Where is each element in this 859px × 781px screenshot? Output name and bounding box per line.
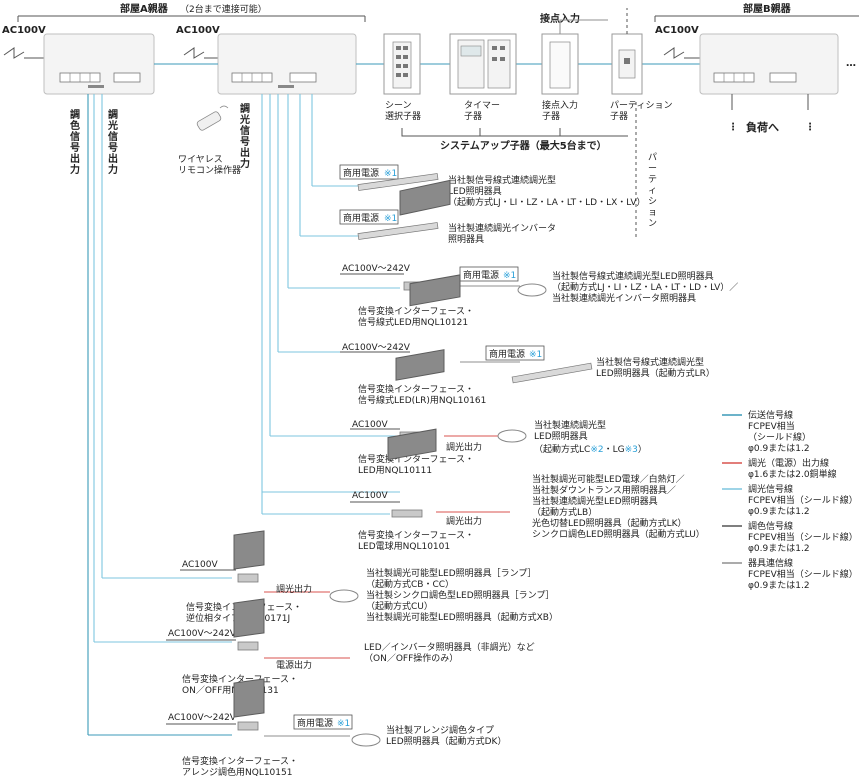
row2-desc: 当社製連続調光インバータ照明器具: [448, 222, 556, 245]
system-sub-note: システムアップ子器（最大5台まで）: [440, 139, 607, 152]
wireless-remote-icon: [196, 105, 229, 131]
row3-desc: 当社製信号線式連続調光型LED照明器具（起動方式LJ・LI・LZ・LA・LT・L…: [552, 270, 738, 304]
row-9: AC100V～242V 商用電源 ※1 信号変換インターフェース・アレンジ調色用…: [88, 678, 506, 778]
ac100v-label-a2: AC100V: [176, 25, 220, 36]
ac100v-label-a1: AC100V: [2, 25, 46, 36]
timer-sub-unit: [449, 33, 517, 95]
row8-ac: AC100V～242V: [168, 629, 237, 639]
row7-out: 調光出力: [276, 583, 312, 595]
dim-signal-label-2: 調光信号出力: [239, 102, 250, 170]
row3-ac: AC100V～242V: [342, 264, 411, 274]
row7-ac: AC100V: [182, 560, 218, 570]
row7-desc: 当社製調光可能型LED照明器具［ランプ］（起動方式CB・CC）当社製シンクロ調色…: [366, 567, 558, 623]
row1-power: 商用電源: [343, 167, 379, 179]
contact-sub-label: 接点入力子器: [542, 99, 578, 122]
row-8: AC100V～242V 電源出力 信号変換インターフェース・ON／OFF用NQL…: [94, 598, 535, 696]
row5-out: 調光出力: [446, 441, 482, 453]
load-label: 負荷へ: [746, 120, 779, 134]
row-6: AC100V 調光出力 信号変換インターフェース・LED電球用NQL10101 …: [261, 428, 705, 552]
row5-device: 信号変換インターフェース・LED用NQL10111: [358, 453, 474, 476]
room-b-title: 部屋B親器: [743, 2, 792, 15]
row9-mark: ※1: [337, 719, 350, 729]
row9-ac: AC100V～242V: [168, 713, 237, 723]
row9-power: 商用電源: [297, 717, 333, 729]
row6-device: 信号変換インターフェース・LED電球用NQL10101: [358, 529, 474, 552]
ac100v-label-b: AC100V: [655, 25, 699, 36]
row-3: AC100V～242V 商用電源 ※1 信号変換インターフェース・信号線式LED…: [288, 179, 738, 328]
row4-device: 信号変換インターフェース・信号線式LED(LR)用NQL10161: [358, 383, 486, 406]
row4-mark: ※1: [529, 350, 542, 360]
color-signal-label: 調色信号出力: [70, 108, 80, 176]
row3-mark: ※1: [503, 271, 516, 281]
row6-out: 調光出力: [446, 515, 482, 527]
row3-power: 商用電源: [463, 269, 499, 281]
room-a-unit-1: [43, 33, 155, 95]
row2-power: 商用電源: [343, 212, 379, 224]
contact-sub-unit: [541, 33, 579, 95]
row4-power: 商用電源: [489, 348, 525, 360]
row8-out: 電源出力: [276, 659, 312, 671]
room-a-unit-2: [217, 33, 357, 95]
row8-desc: LED／インバータ照明器具（非調光）など（ON／OFF操作のみ）: [364, 641, 535, 664]
scene-sub-unit: [383, 33, 421, 95]
row1-mark: ※1: [384, 169, 397, 179]
row4-ac: AC100V～242V: [342, 343, 411, 353]
ellipsis-right: ⋮: [805, 122, 815, 133]
room-b-unit: [699, 33, 839, 95]
partition-vertical-label: パーティション: [648, 152, 657, 229]
dim-signal-label-1: 調光信号出力: [107, 108, 118, 176]
room-a-note: （2台まで連接可能）: [180, 3, 267, 15]
room-a-title: 部屋A親器: [120, 2, 169, 15]
row3-device: 信号変換インターフェース・信号線式LED用NQL10121: [358, 305, 474, 328]
partition-sub-unit: [611, 33, 643, 95]
more-units-ellipsis: …: [846, 58, 856, 69]
timer-sub-label: タイマー子器: [464, 100, 500, 122]
row8-device: 信号変換インターフェース・ON／OFF用NQL10131: [182, 673, 298, 696]
header: 部屋A親器 （2台まで連接可能） 接点入力 部屋B親器: [17, 2, 859, 25]
ellipsis-left: ⋮: [728, 122, 738, 133]
row2-mark: ※1: [384, 214, 397, 224]
row5-ac: AC100V: [352, 420, 388, 430]
partition-sub-label: パーティション子器: [610, 100, 672, 122]
remote-label: ワイヤレスリモコン操作器: [178, 155, 241, 176]
contact-input-title: 接点入力: [540, 12, 580, 25]
row9-device: 信号変換インターフェース・アレンジ調色用NQL10151: [182, 755, 298, 778]
row6-desc: 当社製調光可能型LED電球／白熱灯／当社製ダウントランス用照明器具／当社製連続調…: [532, 473, 705, 540]
scene-sub-label: シーン選択子器: [385, 101, 421, 122]
row6-ac: AC100V: [352, 491, 388, 501]
row5-desc2: （起動方式LC※2・LG※3）: [534, 443, 647, 455]
row-2: 商用電源 ※1 当社製連続調光インバータ照明器具: [300, 209, 556, 245]
row-7: AC100V 調光出力 信号変換インターフェース・逆位相タイプNQL10171J…: [102, 530, 558, 624]
